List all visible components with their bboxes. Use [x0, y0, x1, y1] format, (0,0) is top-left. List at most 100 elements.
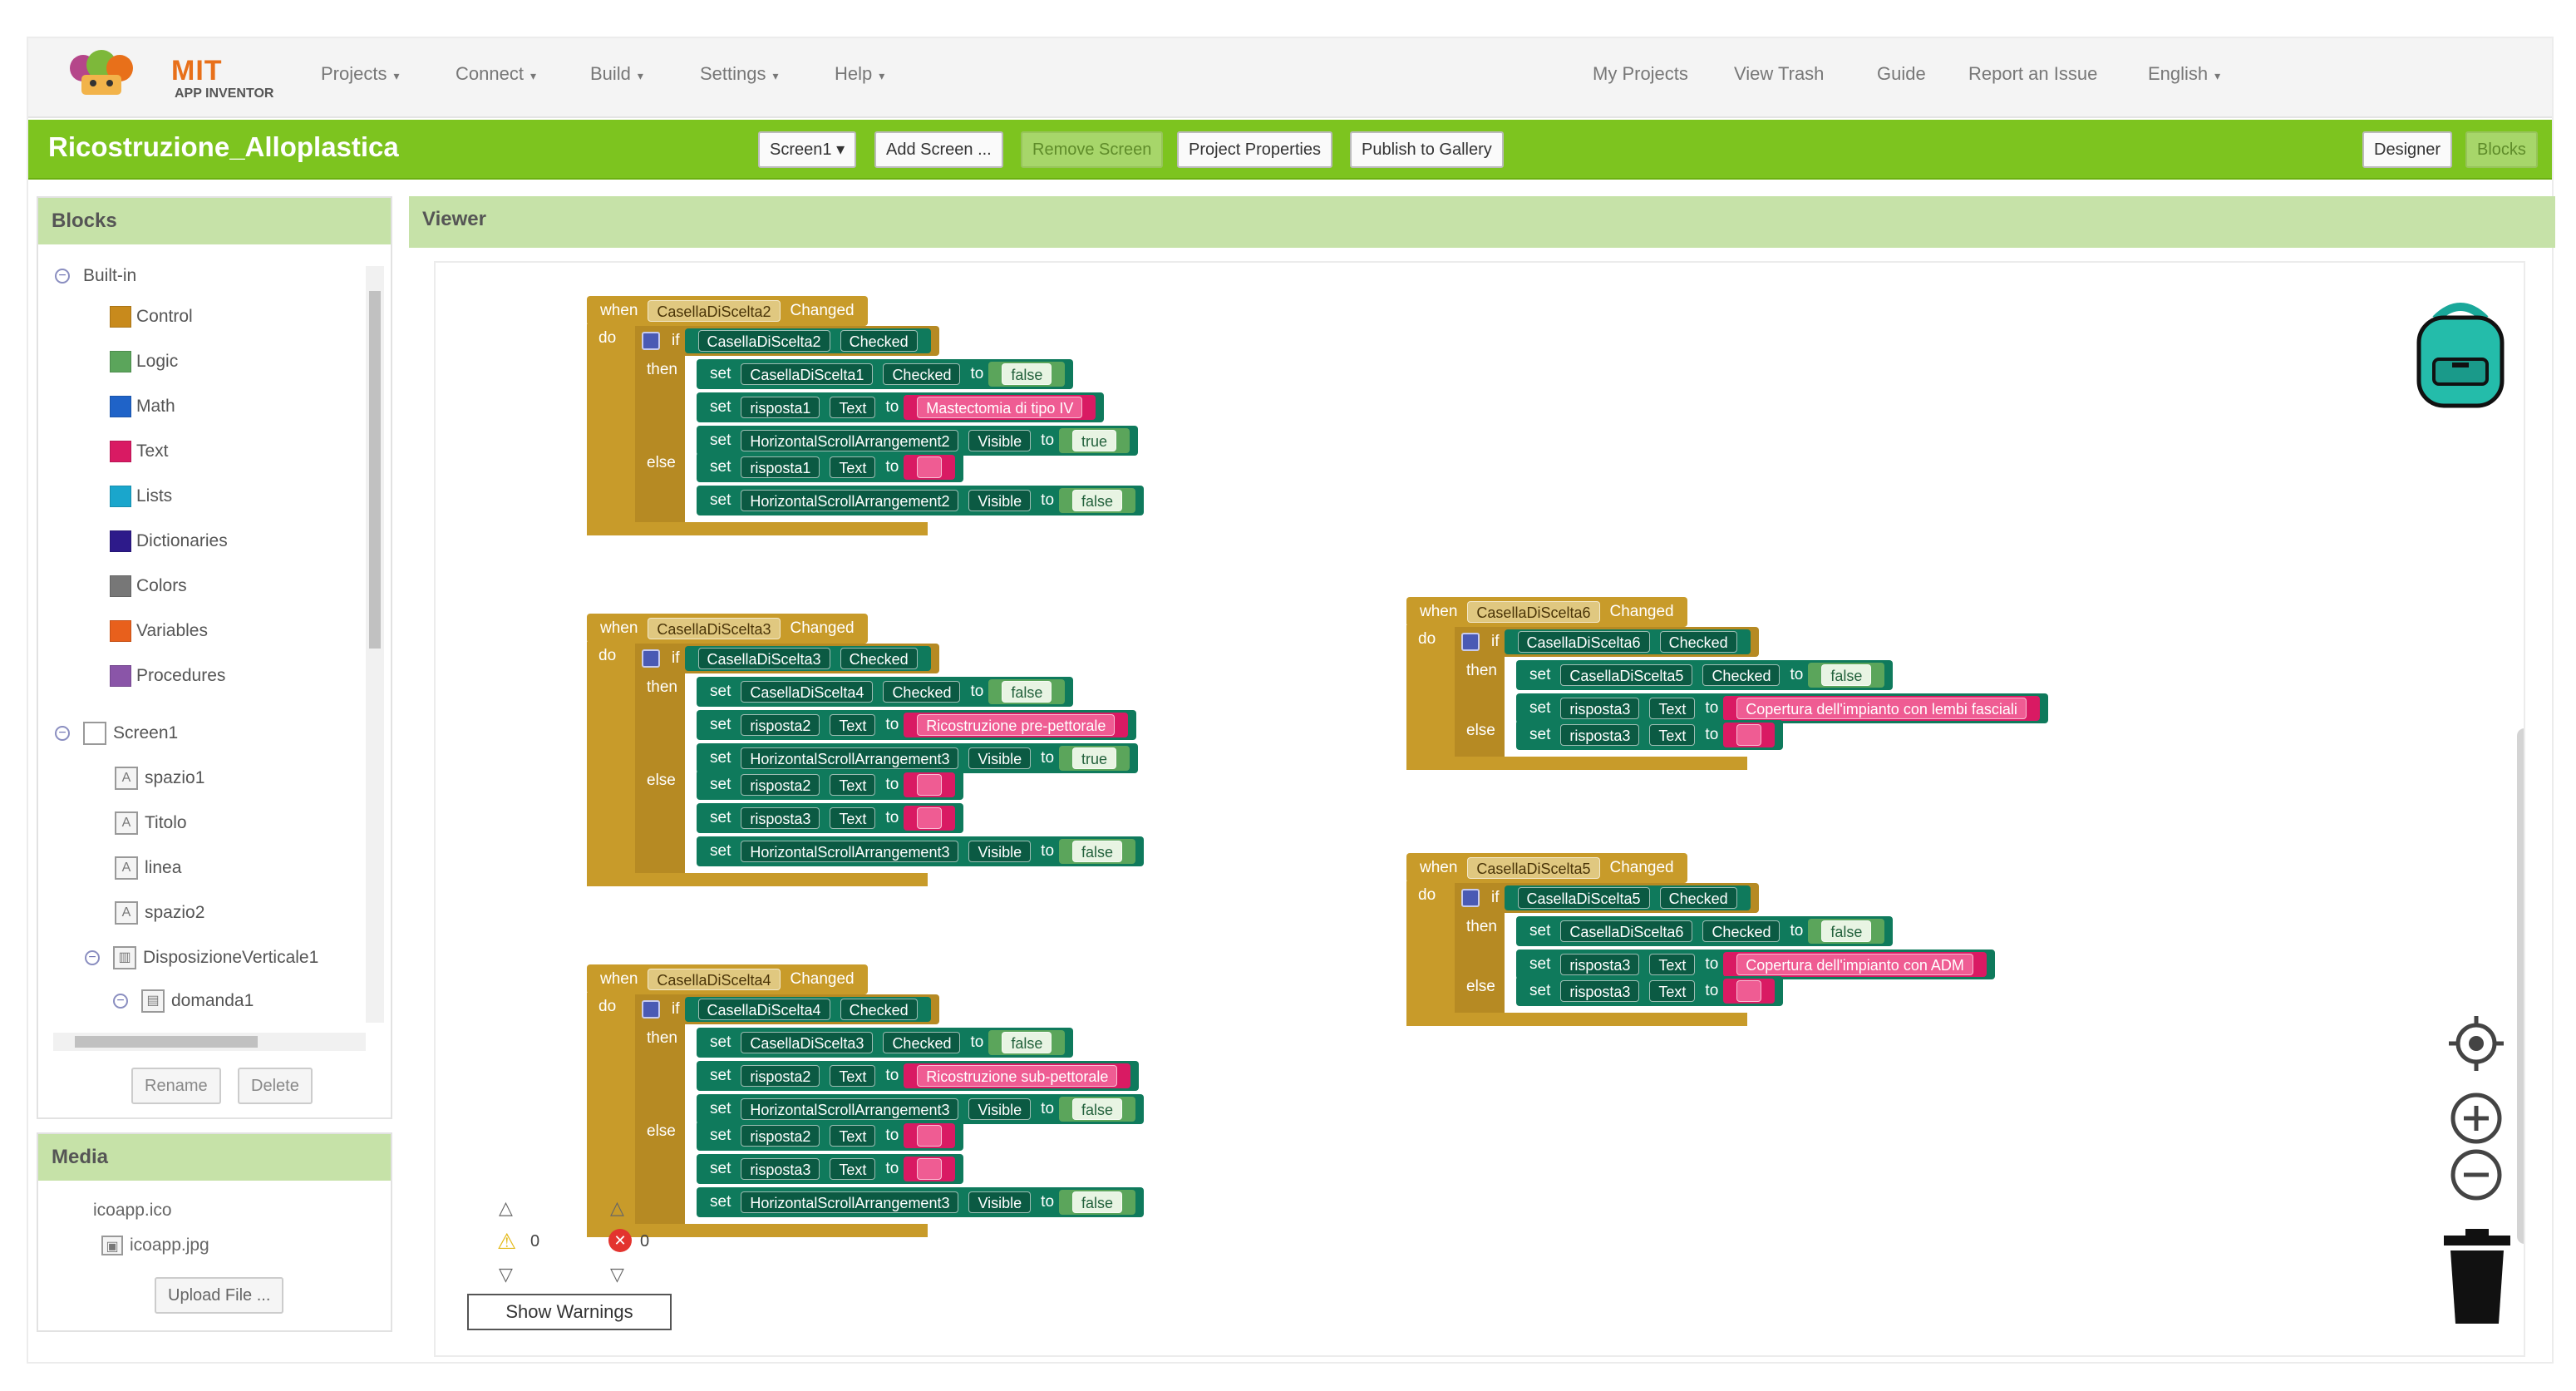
text-value-block[interactable]: Ricostruzione pre-pettorale	[904, 713, 1129, 737]
language-menu[interactable]: English▾	[2148, 63, 2220, 85]
container-node[interactable]: −▥DisposizioneVerticale1	[85, 946, 318, 969]
backpack-icon[interactable]	[2402, 294, 2519, 411]
text-value-block[interactable]	[904, 772, 956, 797]
arrow-up-icon[interactable]: △	[610, 1197, 624, 1218]
builtin-node[interactable]: −Built-in	[55, 266, 136, 286]
media-file[interactable]: icoapp.ico	[93, 1201, 172, 1220]
show-warnings-button[interactable]: Show Warnings	[467, 1294, 672, 1330]
text-value-block[interactable]: Copertura dell'impianto con lembi fascia…	[1723, 696, 2040, 721]
text-value-block[interactable]: Ricostruzione sub-pettorale	[904, 1063, 1131, 1088]
text-value-block[interactable]	[904, 455, 956, 480]
my-projects-link[interactable]: My Projects	[1593, 63, 1688, 84]
text-value-block[interactable]	[904, 806, 956, 831]
delete-button[interactable]: Delete	[238, 1068, 313, 1104]
logic-value-block[interactable]: false	[988, 362, 1066, 387]
text-value-block[interactable]: Mastectomia di tipo IV	[904, 395, 1096, 420]
block-category[interactable]: Control	[110, 306, 193, 328]
text-value-block[interactable]	[1723, 979, 1776, 1004]
nav-help[interactable]: Help▾	[835, 63, 884, 85]
view-trash-link[interactable]: View Trash	[1734, 63, 1825, 84]
block-category[interactable]: Math	[110, 396, 175, 417]
logic-value-block[interactable]: false	[1808, 919, 1885, 944]
block-category[interactable]: Variables	[110, 620, 208, 642]
logic-value-block[interactable]: false	[1059, 1097, 1136, 1122]
scroll-thumb[interactable]	[369, 291, 381, 649]
tree-horizontal-scrollbar[interactable]	[53, 1033, 366, 1051]
text-value-block[interactable]	[904, 1157, 956, 1181]
arrow-down-icon[interactable]: ▽	[610, 1264, 624, 1285]
trash-icon[interactable]	[2436, 1229, 2519, 1329]
publish-gallery-button[interactable]: Publish to Gallery	[1350, 131, 1504, 168]
logic-value-block[interactable]: false	[1059, 1190, 1136, 1215]
screen1-node[interactable]: −Screen1	[55, 722, 178, 745]
text-value-block[interactable]	[1723, 723, 1776, 747]
block-category[interactable]: Lists	[110, 486, 172, 507]
report-issue-link[interactable]: Report an Issue	[1968, 63, 2098, 84]
collapse-icon[interactable]: −	[85, 950, 100, 965]
rename-button[interactable]: Rename	[131, 1068, 221, 1104]
zoom-out-icon[interactable]	[2447, 1146, 2505, 1204]
mutator-gear-icon[interactable]	[642, 332, 660, 350]
logic-value-block[interactable]: false	[1059, 839, 1136, 864]
collapse-icon[interactable]: −	[55, 726, 70, 741]
logic-value-block[interactable]: false	[1059, 488, 1136, 513]
add-screen-button[interactable]: Add Screen ...	[874, 131, 1003, 168]
text-value-block[interactable]	[904, 1123, 956, 1148]
block-category[interactable]: Dictionaries	[110, 530, 228, 552]
mutator-gear-icon[interactable]	[642, 649, 660, 668]
logic-value-block[interactable]: false	[1808, 663, 1885, 688]
designer-button[interactable]: Designer	[2362, 131, 2453, 168]
blocks-button[interactable]: Blocks	[2465, 131, 2538, 168]
guide-link[interactable]: Guide	[1877, 63, 1926, 84]
arrow-down-icon[interactable]: ▽	[499, 1264, 513, 1285]
remove-screen-button[interactable]: Remove Screen	[1021, 131, 1164, 168]
zoom-in-icon[interactable]	[2447, 1089, 2505, 1147]
collapse-icon[interactable]: −	[55, 269, 70, 284]
scroll-thumb[interactable]	[75, 1036, 258, 1048]
workspace-vertical-scrollbar[interactable]	[2517, 728, 2524, 1244]
subcomponent-node[interactable]: −▤domanda1	[113, 989, 254, 1013]
block-category[interactable]: Procedures	[110, 665, 225, 687]
block-category[interactable]: Colors	[110, 575, 187, 597]
arrow-up-icon[interactable]: △	[499, 1197, 513, 1218]
collapse-icon[interactable]: −	[113, 994, 128, 1009]
mutator-gear-icon[interactable]	[1461, 889, 1480, 907]
media-file[interactable]: ▣icoapp.jpg	[101, 1236, 209, 1255]
